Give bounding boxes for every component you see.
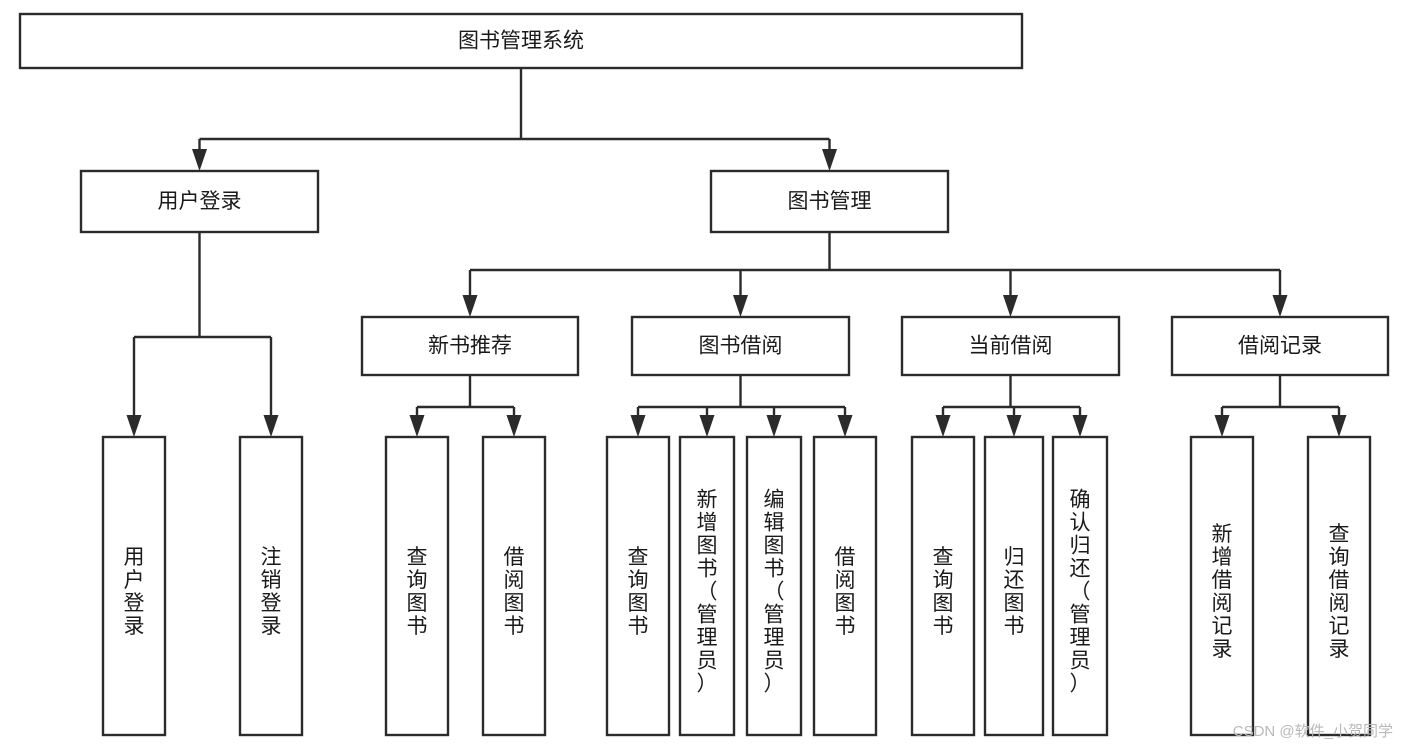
arrow-head — [837, 415, 853, 437]
arrow-head — [506, 415, 522, 437]
node-leaf-logout[interactable]: 注销登录 — [238, 435, 304, 737]
arrow-head — [822, 149, 837, 171]
node-box-leaf-return-book[interactable] — [983, 435, 1045, 737]
node-book-manage[interactable]: 图书管理 — [709, 169, 950, 234]
node-leaf-query-record[interactable]: 查询借阅记录 — [1306, 435, 1372, 737]
node-box-leaf-query-book-bb[interactable] — [605, 435, 671, 737]
node-root[interactable]: 图书管理系统 — [18, 12, 1024, 70]
node-box-leaf-query-book-rec[interactable] — [384, 435, 450, 737]
node-box-leaf-logout[interactable] — [238, 435, 304, 737]
node-box-book-borrow[interactable] — [630, 315, 851, 377]
edge-group-borrow-record — [1214, 375, 1347, 437]
edge-group-user-login — [126, 232, 279, 437]
node-label-leaf-query-book-bb: 查询图书 — [628, 545, 649, 637]
arrow-head — [263, 415, 279, 437]
edge-group-root — [192, 68, 837, 171]
node-box-leaf-confirm-return[interactable] — [1051, 435, 1109, 737]
node-label-leaf-add-book: 新增图书（管理员） — [697, 488, 718, 695]
node-leaf-return-book[interactable]: 归还图书 — [983, 435, 1045, 737]
node-label-user-login: 用户登录 — [158, 190, 242, 213]
node-box-leaf-borrow-book-rec[interactable] — [481, 435, 547, 737]
node-leaf-borrow-book-bb[interactable]: 借阅图书 — [812, 435, 878, 737]
node-box-new-book-rec[interactable] — [360, 315, 580, 377]
node-label-leaf-logout: 注销登录 — [261, 545, 282, 637]
arrow-head — [1214, 415, 1230, 437]
node-layer: 图书管理系统用户登录图书管理新书推荐图书借阅当前借阅借阅记录用户登录注销登录查询… — [18, 12, 1390, 737]
node-user-login[interactable]: 用户登录 — [79, 169, 320, 234]
node-label-new-book-rec: 新书推荐 — [428, 335, 512, 358]
node-new-book-rec[interactable]: 新书推荐 — [360, 315, 580, 377]
arrow-head — [733, 295, 748, 317]
node-label-leaf-edit-book: 编辑图书（管理员） — [764, 488, 785, 695]
node-box-borrow-record[interactable] — [1170, 315, 1390, 377]
node-leaf-user-login[interactable]: 用户登录 — [101, 435, 167, 737]
node-label-book-manage: 图书管理 — [788, 190, 872, 213]
node-label-leaf-query-book-rec: 查询图书 — [407, 545, 428, 637]
node-leaf-query-book-cb[interactable]: 查询图书 — [910, 435, 976, 737]
node-label-leaf-confirm-return: 确认归还（管理员） — [1070, 488, 1091, 695]
node-label-leaf-add-record: 新增借阅记录 — [1212, 522, 1233, 660]
node-box-leaf-edit-book[interactable] — [745, 435, 803, 737]
edge-group-new-book-rec — [409, 375, 522, 437]
arrow-head — [192, 149, 207, 171]
arrow-head — [766, 415, 782, 437]
node-box-leaf-query-record[interactable] — [1306, 435, 1372, 737]
node-box-root[interactable] — [18, 12, 1024, 70]
arrow-head — [699, 415, 715, 437]
node-leaf-edit-book[interactable]: 编辑图书（管理员） — [745, 435, 803, 737]
node-label-leaf-query-record: 查询借阅记录 — [1329, 522, 1350, 660]
node-leaf-query-book-rec[interactable]: 查询图书 — [384, 435, 450, 737]
node-label-leaf-borrow-book-bb: 借阅图书 — [835, 545, 856, 637]
node-leaf-confirm-return[interactable]: 确认归还（管理员） — [1051, 435, 1109, 737]
node-box-current-borrow[interactable] — [900, 315, 1121, 377]
arrow-head — [1272, 295, 1288, 317]
edge-group-book-borrow — [630, 375, 853, 437]
connector-layer — [126, 68, 1347, 437]
edge-group-book-manage — [462, 232, 1288, 317]
arrow-head — [1003, 295, 1018, 317]
node-box-leaf-query-book-cb[interactable] — [910, 435, 976, 737]
arrow-head — [1072, 415, 1088, 437]
arrow-head — [935, 415, 951, 437]
node-current-borrow[interactable]: 当前借阅 — [900, 315, 1121, 377]
node-label-book-borrow: 图书借阅 — [699, 335, 783, 358]
node-box-user-login[interactable] — [79, 169, 320, 234]
node-borrow-record[interactable]: 借阅记录 — [1170, 315, 1390, 377]
node-label-current-borrow: 当前借阅 — [969, 335, 1053, 358]
node-box-leaf-borrow-book-bb[interactable] — [812, 435, 878, 737]
node-leaf-borrow-book-rec[interactable]: 借阅图书 — [481, 435, 547, 737]
node-box-leaf-add-book[interactable] — [678, 435, 736, 737]
node-label-root: 图书管理系统 — [458, 30, 584, 53]
arrow-head — [1006, 415, 1022, 437]
node-leaf-add-record[interactable]: 新增借阅记录 — [1189, 435, 1255, 737]
arrow-head — [409, 415, 425, 437]
node-leaf-add-book[interactable]: 新增图书（管理员） — [678, 435, 736, 737]
edge-group-current-borrow — [935, 375, 1088, 437]
arrow-head — [462, 295, 478, 317]
node-label-leaf-query-book-cb: 查询图书 — [933, 545, 954, 637]
node-box-leaf-add-record[interactable] — [1189, 435, 1255, 737]
node-box-leaf-user-login[interactable] — [101, 435, 167, 737]
node-label-leaf-user-login: 用户登录 — [124, 545, 145, 637]
node-book-borrow[interactable]: 图书借阅 — [630, 315, 851, 377]
node-box-book-manage[interactable] — [709, 169, 950, 234]
node-label-leaf-return-book: 归还图书 — [1004, 545, 1025, 637]
arrow-head — [630, 415, 646, 437]
arrow-head — [1331, 415, 1347, 437]
node-leaf-query-book-bb[interactable]: 查询图书 — [605, 435, 671, 737]
node-label-leaf-borrow-book-rec: 借阅图书 — [504, 545, 525, 637]
arrow-head — [126, 415, 142, 437]
node-label-borrow-record: 借阅记录 — [1238, 335, 1322, 358]
